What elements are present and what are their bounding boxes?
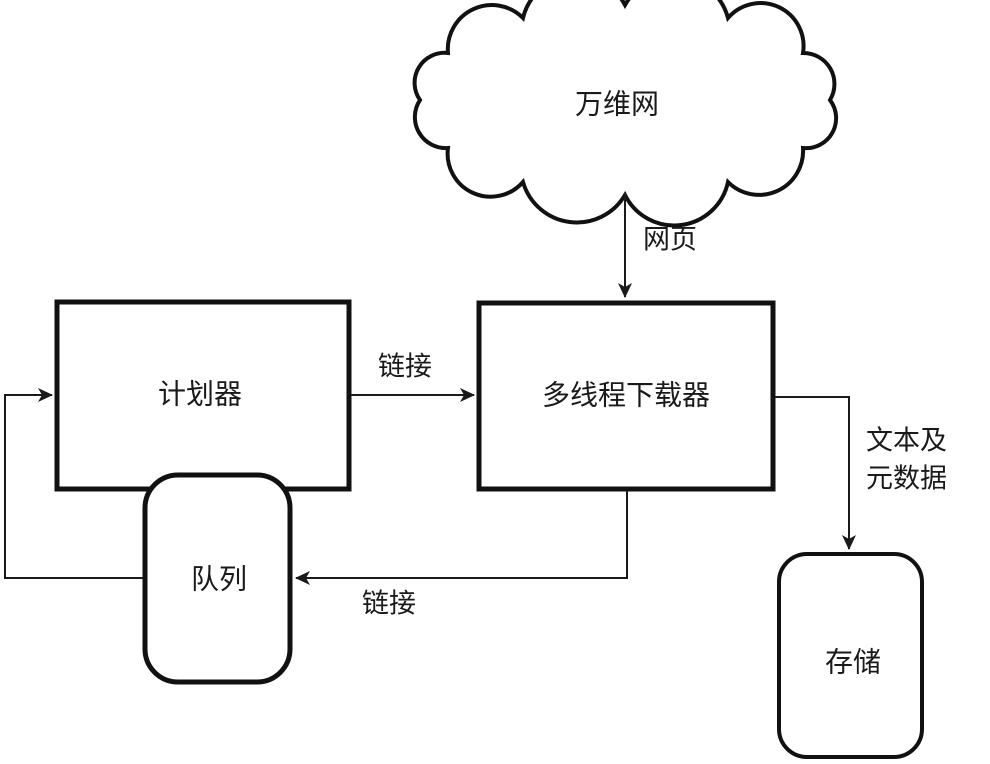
planner-label: 计划器	[158, 378, 242, 411]
downloader-node	[476, 300, 776, 492]
www-cloud-node	[412, 0, 839, 228]
edge-downloader-to-storage	[775, 396, 856, 550]
edge-label-links-bottom: 链接	[362, 589, 416, 620]
storage-node	[777, 552, 924, 759]
queue-label: 队列	[191, 563, 247, 596]
storage-label: 存储	[825, 646, 881, 679]
planner-node	[54, 299, 352, 492]
edge-label-text-metadata-line2: 元数据	[866, 464, 947, 495]
edge-label-links-top: 链接	[378, 352, 432, 383]
queue-node	[142, 472, 293, 685]
edge-label-text-metadata-line1: 文本及	[866, 426, 947, 457]
edge-queue-to-planner	[4, 388, 143, 579]
edge-label-webpages: 网页	[643, 225, 697, 256]
downloader-label: 多线程下载器	[542, 379, 710, 412]
www-cloud-label: 万维网	[575, 88, 659, 121]
edge-downloader-to-queue	[295, 491, 628, 585]
